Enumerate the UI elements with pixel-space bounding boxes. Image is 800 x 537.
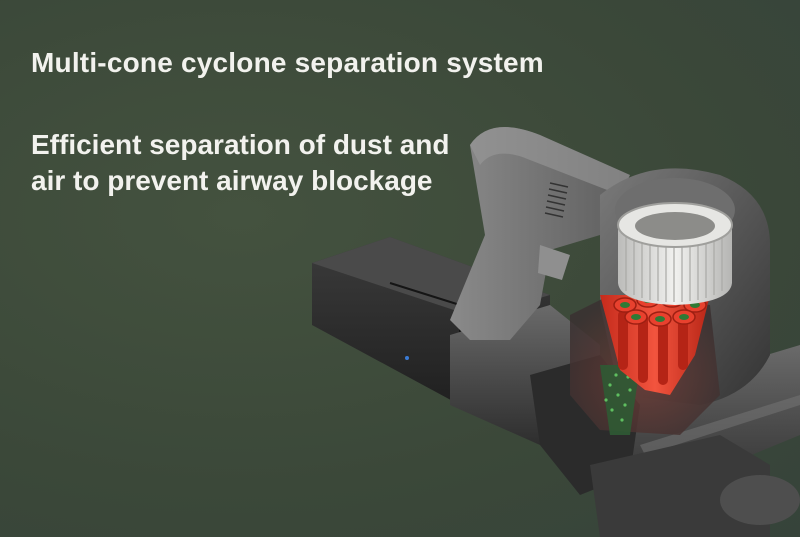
pleated-filter (617, 202, 733, 305)
nozzle-connector (590, 435, 800, 537)
vacuum-cleaner-image (312, 127, 800, 537)
headline: Multi-cone cyclone separation system (31, 47, 544, 78)
feature-description: Efficient separation of dust and air to … (31, 127, 491, 199)
feature-line-2: air to prevent airway blockage (31, 165, 433, 196)
feature-line-1: Efficient separation of dust and (31, 129, 450, 160)
handle (450, 127, 630, 340)
